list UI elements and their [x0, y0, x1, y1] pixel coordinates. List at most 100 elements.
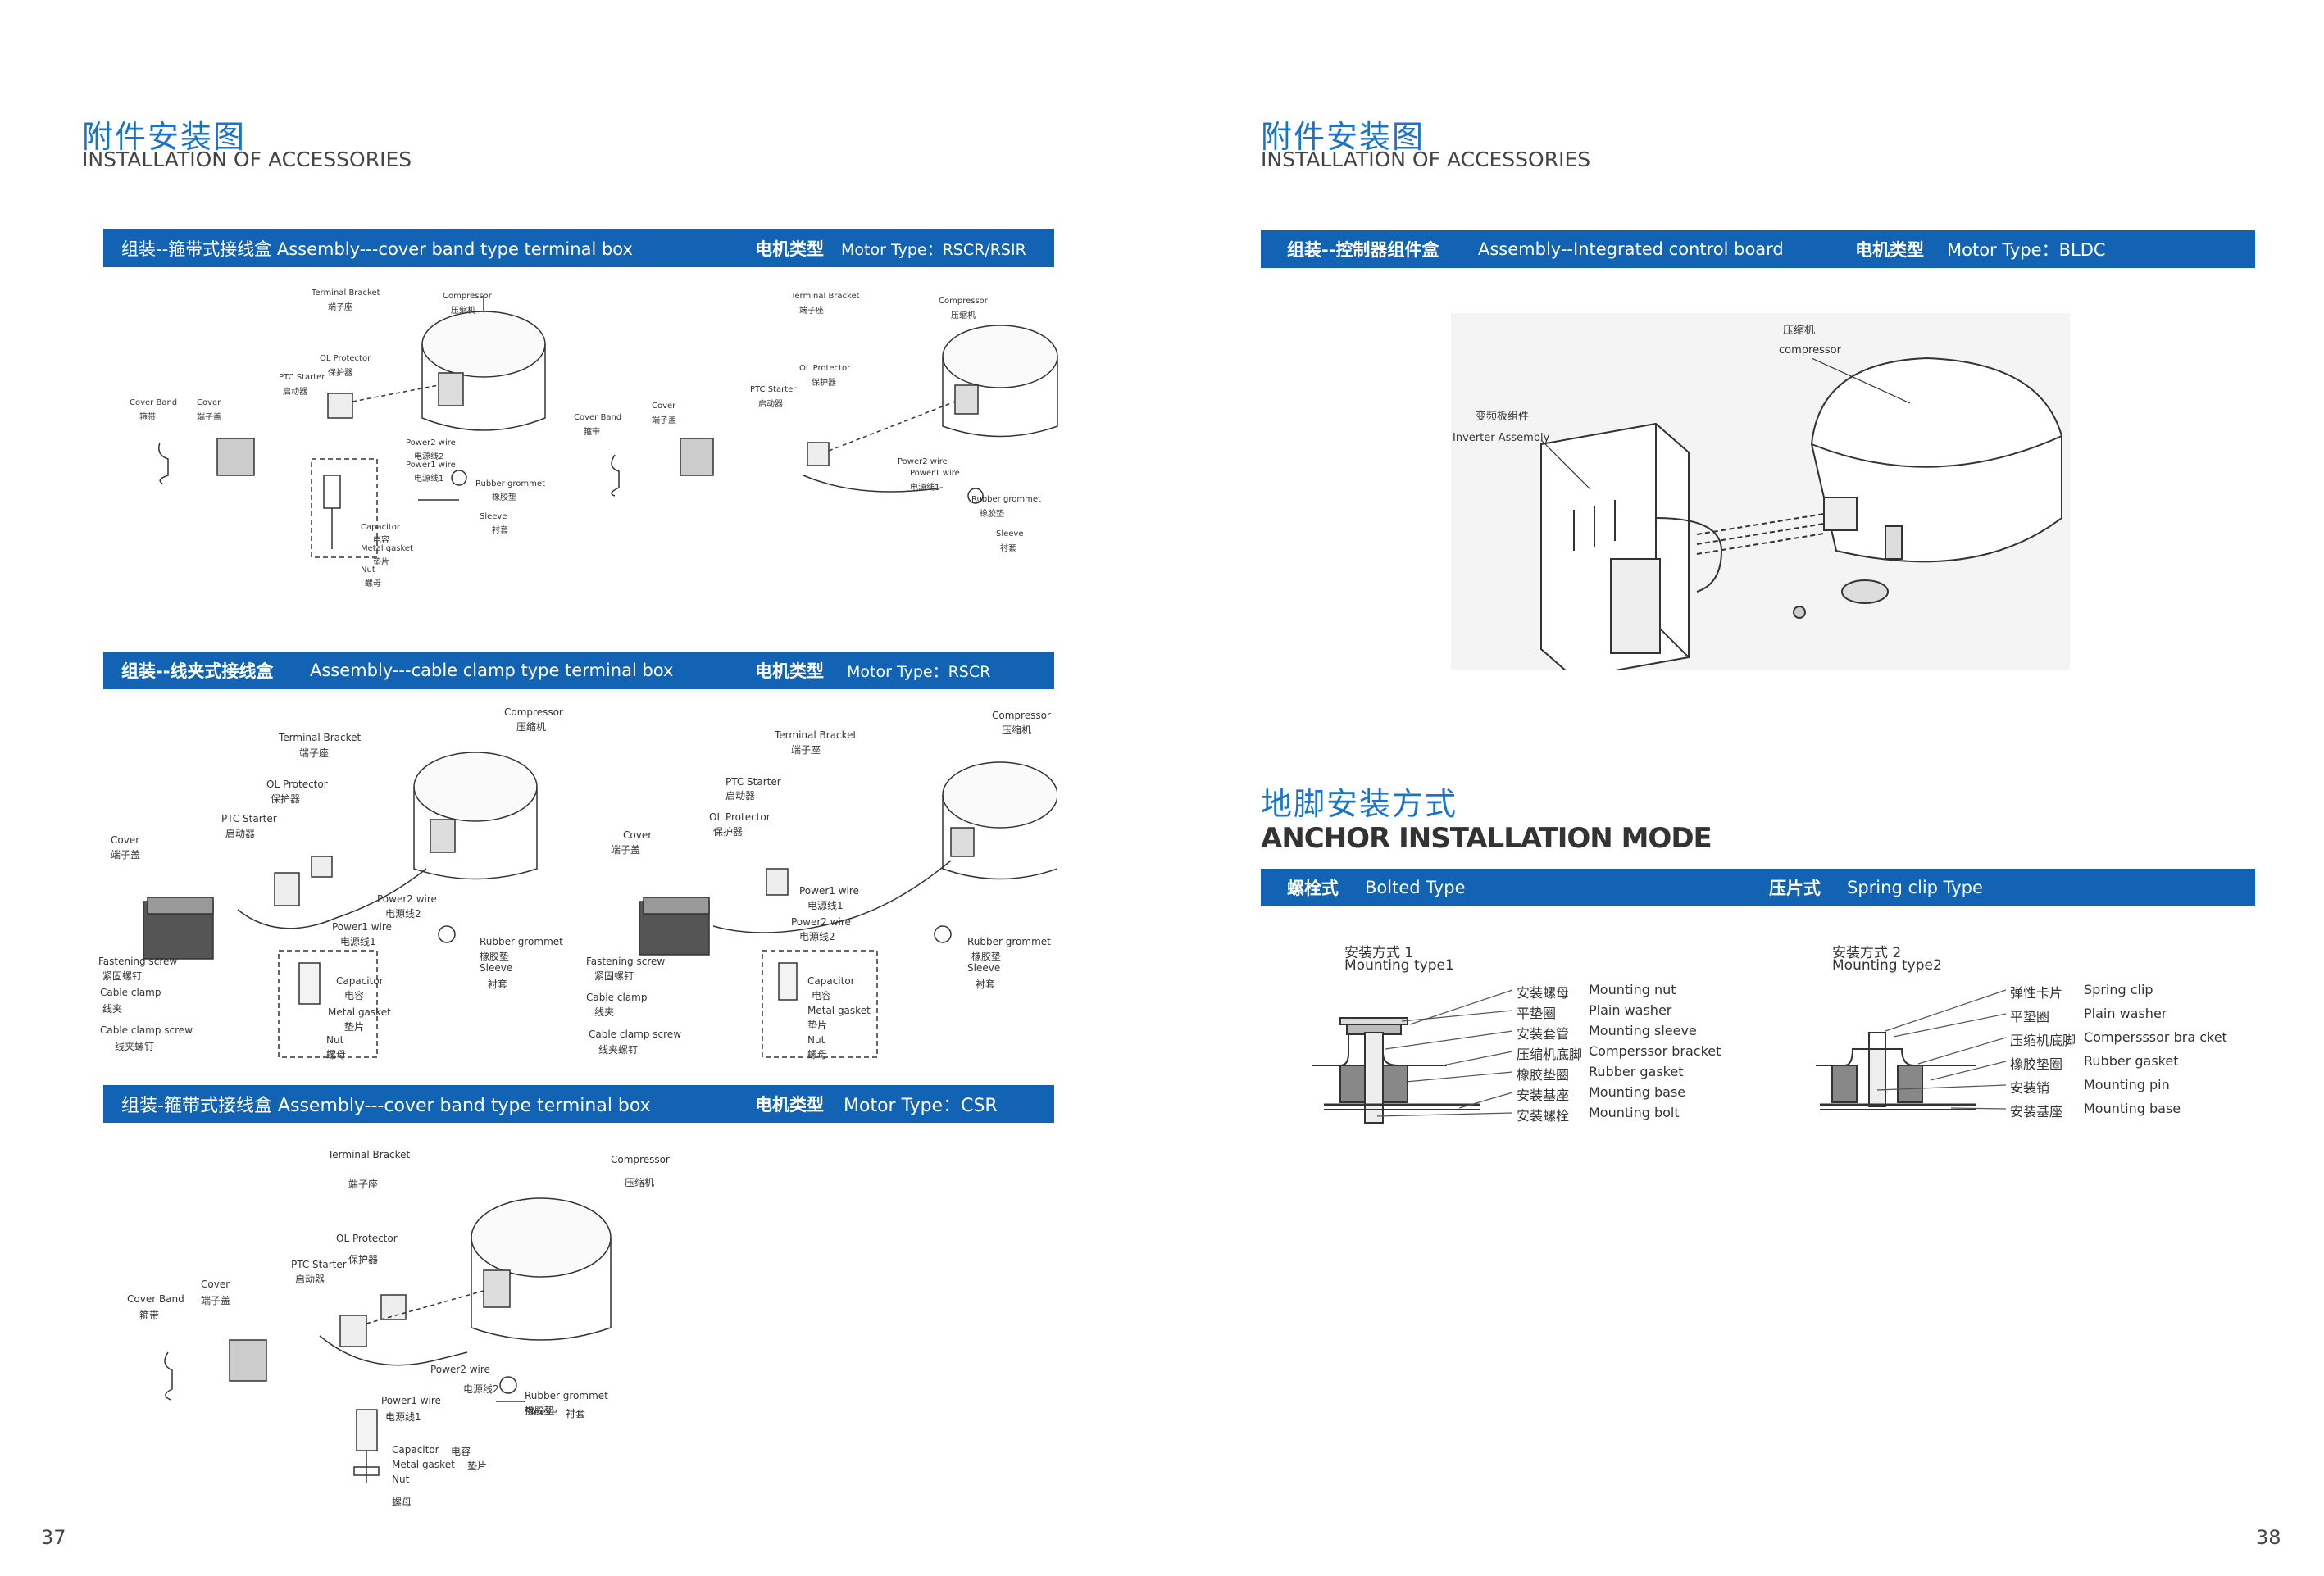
d1b-label-terminal-bracket-cn: 端子座 [799, 307, 824, 316]
inverter-assembly-drawing [1540, 422, 1723, 670]
d1b-label-cover: Cover [652, 402, 676, 411]
d1a-label-capacitor: Capacitor [361, 523, 401, 532]
d2a-label-ol-protector-cn: 保护器 [271, 793, 301, 805]
mount-label-en: Mounting bolt [1589, 1105, 1680, 1120]
d2b-label-ol-protector: OL Protector [709, 811, 771, 823]
gasket-2-right [1897, 1065, 1923, 1103]
d2b-label-capacitor: Capacitor [807, 975, 855, 987]
left-page-number: 37 [41, 1526, 66, 1549]
d1a-label-cover: Cover [197, 398, 221, 407]
d2b-label-nut: Nut [807, 1034, 825, 1046]
gasket-right [1382, 1065, 1408, 1103]
bolted-cn: 螺栓式 [1287, 879, 1339, 898]
d3-label-cover-band: Cover Band [127, 1293, 184, 1305]
d2a-label-power2-wire: Power2 wire [377, 893, 437, 905]
d2a-label-cable-clamp-screw-cn: 线夹螺钉 [115, 1041, 155, 1052]
mount-label-en: Mounting base [1589, 1084, 1686, 1100]
compressor-drawing-1 [421, 295, 546, 431]
mount-label-en: Compersssor bra cket [2084, 1029, 2227, 1045]
d2b-label-metal-gasket: Metal gasket [807, 1005, 871, 1016]
mount-label-cn: 安装螺栓 [1517, 1108, 1570, 1124]
d2b-label-nut-cn: 螺母 [807, 1049, 828, 1061]
bar1-motor-cn: 电机类型 [755, 239, 824, 259]
ptc-starter-3 [274, 872, 300, 906]
d2a-label-power1-wire-cn: 电源线1 [340, 936, 376, 947]
d2a-label-ptc-starter: PTC Starter [221, 813, 277, 824]
mount-label-cn: 平垫圈 [1517, 1006, 1557, 1021]
d1a-label-nut: Nut [361, 565, 375, 575]
right-bar1-motor-en: Motor Type：BLDC [1947, 240, 2106, 260]
d1b-label-ptc-starter: PTC Starter [750, 385, 797, 394]
d3-label-capacitor-cn: 电容 [451, 1446, 471, 1457]
d1b-label-sleeve: Sleeve [996, 529, 1024, 538]
mounting-type2-drawing [1816, 1032, 1976, 1110]
compressor-drawing-3 [413, 752, 538, 880]
diagram-cable-clamp-rscr [143, 752, 1057, 1058]
d2b-label-sleeve-cn: 衬套 [976, 979, 996, 990]
d1b-label-power1-wire-cn: 电源线1 [910, 484, 940, 493]
power-wire-2 [803, 475, 944, 493]
d2b-label-ptc-starter: PTC Starter [725, 776, 781, 788]
d2a-label-capacitor-cn: 电容 [344, 990, 365, 1001]
d2a-label-rubber-grommet-cn: 橡胶垫 [480, 951, 510, 962]
d2a-label-metal-gasket: Metal gasket [328, 1006, 391, 1018]
bar1-motor-en: Motor Type：RSCR/RSIR [841, 240, 1026, 259]
power-wires-5 [319, 1335, 468, 1366]
mount-label-en: Mounting sleeve [1589, 1023, 1697, 1038]
d1a-label-sleeve: Sleeve [480, 512, 507, 521]
right-page-number: 38 [2256, 1526, 2281, 1549]
cover-4 [639, 897, 710, 956]
d3-label-compressor-cn: 压缩机 [625, 1177, 655, 1188]
screw [1793, 606, 1806, 619]
d1a-label-rubber-grommet-cn: 橡胶垫 [492, 493, 516, 502]
d3-label-power1-wire-cn: 电源线1 [385, 1411, 421, 1423]
d3-label-rubber-grommet-cn: 橡胶垫 [525, 1405, 555, 1416]
mount-label-cn: 橡胶垫圈 [1517, 1067, 1570, 1083]
d1b-label-sleeve-cn: 衬套 [1000, 544, 1016, 553]
connector-line-2 [1696, 523, 1825, 545]
d1a-label-compressor-cn: 压缩机 [451, 307, 475, 316]
bar1-assembly: 组装--箍带式接线盒 Assembly---cover band type te… [121, 239, 633, 259]
d2b-label-cable-clamp-cn: 线夹 [594, 1006, 615, 1018]
bar2-motor-en: Motor Type：RSCR [847, 662, 991, 681]
d2b-label-terminal-bracket: Terminal Bracket [775, 729, 857, 741]
d1a-label-cover-band-cn: 箍带 [139, 413, 156, 422]
compressor-drawing-bldc [1810, 357, 2062, 604]
d1a-label-ptc-starter-cn: 启动器 [283, 388, 307, 397]
compressor-drawing-5 [471, 1197, 612, 1341]
anchor-title-en: ANCHOR INSTALLATION MODE [1261, 822, 1712, 855]
d2b-label-cover: Cover [623, 829, 653, 841]
d1a-label-ol-protector: OL Protector [320, 354, 371, 363]
mount-label-cn: 安装套管 [1517, 1026, 1570, 1042]
d1b-label-ol-protector: OL Protector [799, 364, 851, 373]
d3-label-cover-band-cn: 箍带 [139, 1310, 160, 1321]
d3-label-metal-gasket-cn: 垫片 [467, 1460, 488, 1472]
d3-label-power2-wire-cn: 电源线2 [463, 1383, 499, 1395]
right-title-en: INSTALLATION OF ACCESSORIES [1261, 148, 1591, 171]
d2a-label-cover-cn: 端子盖 [111, 849, 141, 861]
bar3-motor-cn: 电机类型 [755, 1095, 824, 1115]
d2a-label-metal-gasket-cn: 垫片 [344, 1021, 365, 1033]
mount-label-cn: 压缩机底脚 [1517, 1047, 1583, 1062]
d2a-label-cable-clamp-screw: Cable clamp screw [100, 1024, 193, 1036]
d2b-label-power2-wire: Power2 wire [791, 916, 851, 928]
d3-label-nut-cn: 螺母 [392, 1497, 412, 1508]
connector-line-3 [1696, 533, 1825, 555]
compressor-drawing-4 [942, 761, 1057, 880]
d3-label-ptc-starter-cn: 启动器 [295, 1274, 325, 1285]
bar2-assembly-cn: 组装--线夹式接线盒 [121, 661, 274, 681]
d1b-label-ol-protector-cn: 保护器 [812, 379, 836, 388]
compressor-drawing-2 [942, 325, 1058, 438]
capacitor-5 [353, 1409, 380, 1483]
d2a-label-sleeve: Sleeve [480, 962, 513, 974]
type1-heading-en: Mounting type1 [1344, 957, 1454, 974]
d2a-label-power1-wire: Power1 wire [332, 921, 392, 933]
capacitor-box-3 [278, 950, 378, 1058]
d2b-label-ol-protector-cn: 保护器 [713, 826, 744, 838]
cover-2 [611, 438, 714, 497]
type1-heading-cn: 安装方式 1 [1344, 945, 1414, 961]
bar3-assembly: 组装-箍带式接线盒 Assembly---cover band type ter… [121, 1096, 651, 1116]
ptc-starter-2 [807, 401, 956, 466]
mount-label-cn: 安装销 [2010, 1080, 2050, 1096]
d1b-label-power2-wire: Power2 wire [898, 457, 948, 466]
